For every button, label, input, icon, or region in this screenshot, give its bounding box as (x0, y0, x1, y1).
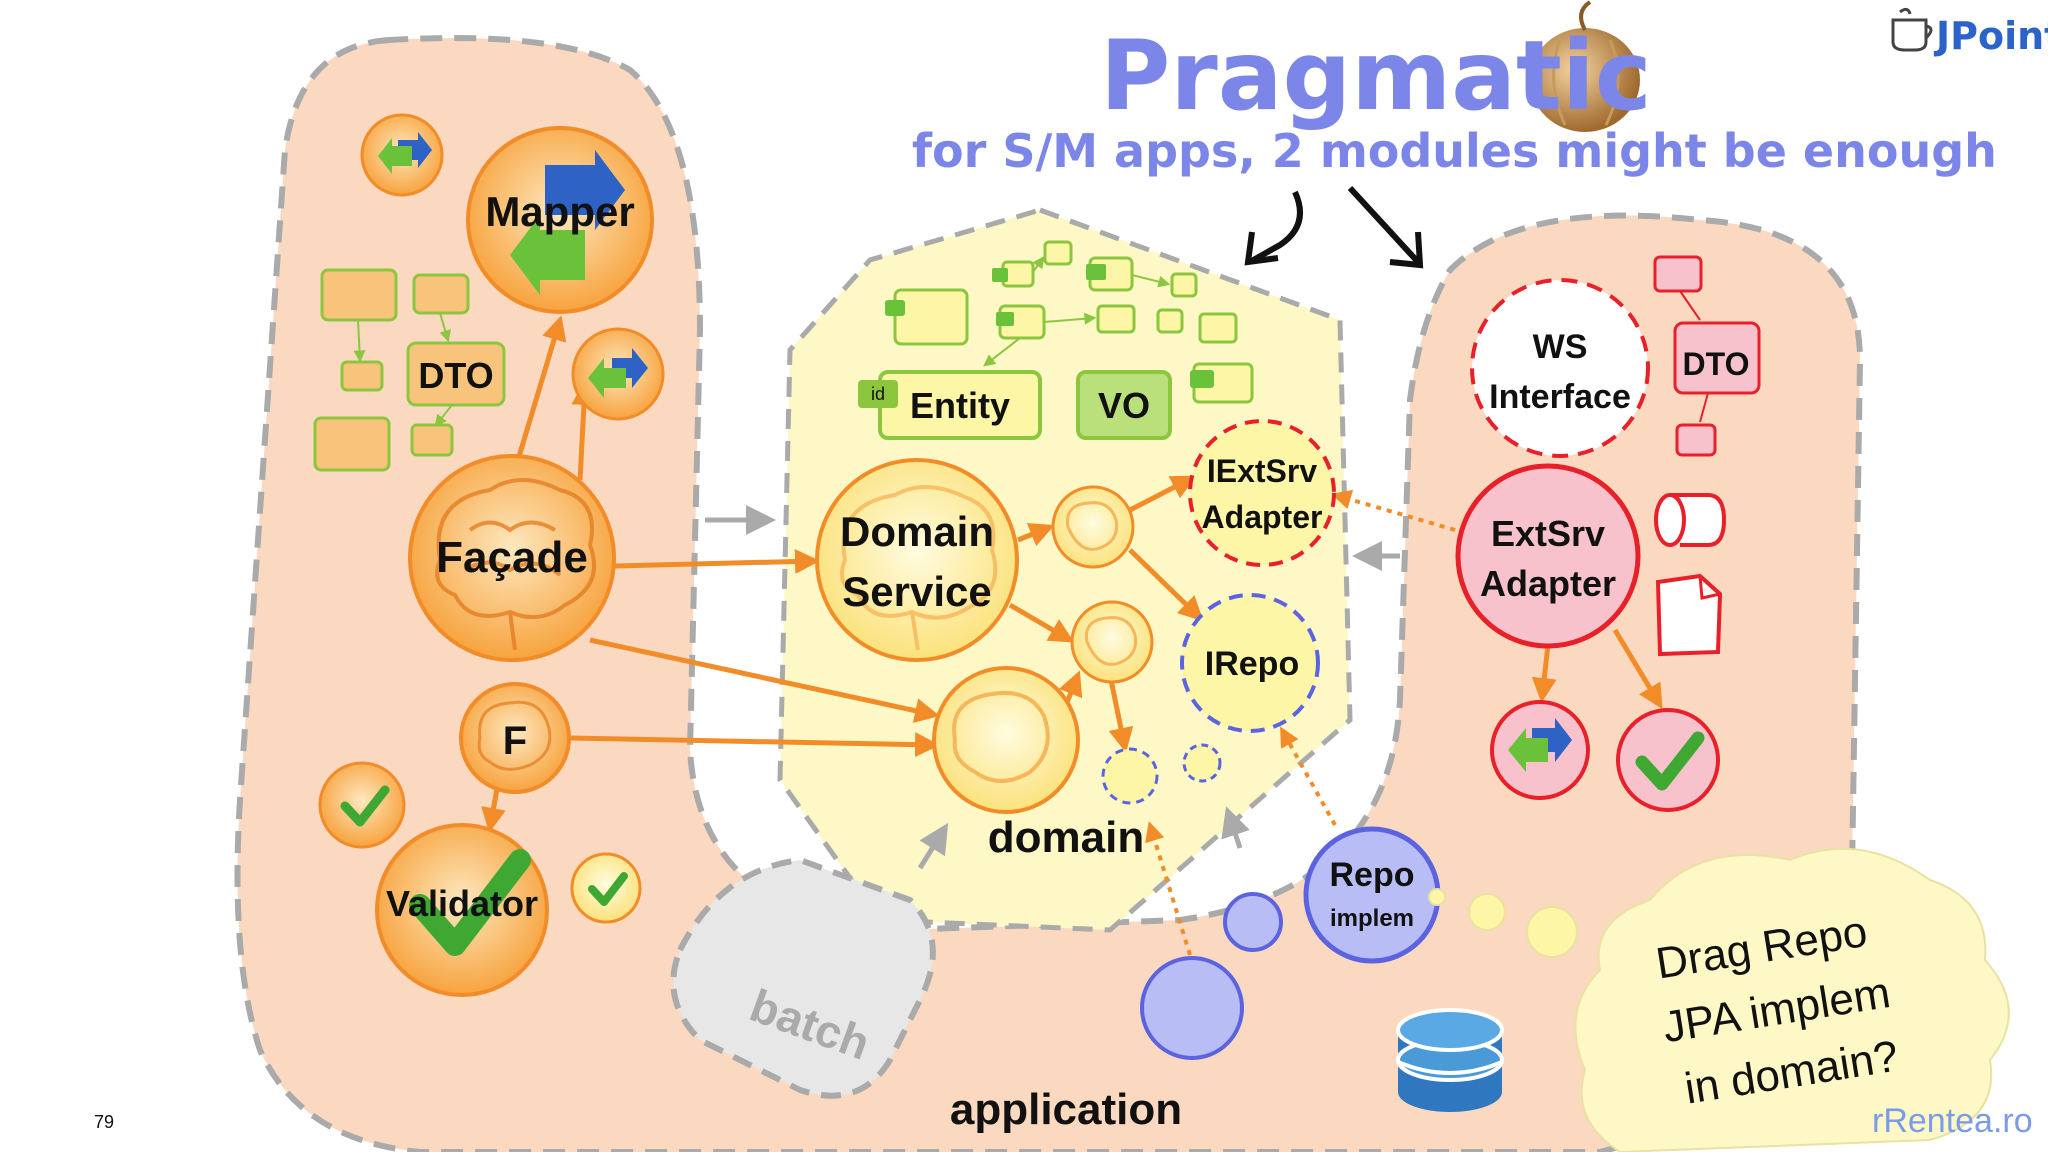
validator-small-1 (318, 761, 406, 849)
app-dto-label: DTO (418, 355, 493, 396)
domain-service-3 (932, 666, 1080, 814)
brain-icon (435, 478, 596, 651)
mapper-small-1 (360, 113, 444, 197)
validator-small-2 (570, 852, 642, 924)
domain-box-accents (885, 264, 1214, 388)
domain-service-label-2: Service (842, 568, 991, 615)
facade-node[interactable] (408, 454, 616, 662)
irepo-node[interactable] (1180, 593, 1320, 733)
connectors (481, 185, 1663, 956)
repo-label-1: Repo (1330, 856, 1415, 894)
extsrv-label-2: Adapter (1480, 563, 1616, 604)
onion-icon (1530, 0, 1640, 132)
repo-bubbles-blue (1140, 892, 1283, 1060)
f-node[interactable] (459, 682, 571, 794)
domain-label: domain (988, 813, 1144, 862)
extsrv-node[interactable] (1455, 463, 1641, 649)
validator-label: Validator (386, 883, 538, 924)
application-region (234, 35, 1864, 1152)
slide-subtitle: for S/M apps, 2 modules might be enough (912, 124, 1997, 178)
entity-label: Entity (910, 385, 1010, 426)
document-icon (1655, 573, 1723, 657)
iextsrv-label-2: Adapter (1202, 499, 1323, 535)
infra-dto-label: DTO (1683, 346, 1750, 382)
ws-label-1: WS (1533, 328, 1588, 366)
batch-region (670, 856, 936, 1099)
domain-service-label-1: Domain (840, 508, 994, 555)
validator-node[interactable] (375, 823, 549, 997)
page-number: 79 (94, 1112, 115, 1132)
domain-small-service-1 (1051, 485, 1135, 569)
iextsrv-node[interactable] (1188, 419, 1336, 567)
brand-logo-text: JPoint (1936, 14, 2048, 58)
vo-box[interactable] (1076, 370, 1172, 440)
domain-small-boxes (893, 240, 1254, 404)
mapper-small-2 (571, 327, 665, 421)
application-label: application (950, 1085, 1182, 1134)
cup-logo-icon (1891, 7, 1933, 52)
repo-implem-node[interactable] (1303, 826, 1441, 964)
facade-label: Façade (436, 533, 588, 582)
dto-boxes-app (313, 268, 506, 472)
brain-icon (477, 700, 552, 771)
id-badge-label: id (871, 384, 885, 404)
f-label: F (503, 719, 527, 763)
slide-title: Pragmatic (1100, 20, 1652, 132)
id-badge (858, 380, 898, 408)
mapper-node[interactable] (466, 126, 654, 314)
checkmark-icon (1635, 731, 1705, 791)
brain-icon (840, 485, 998, 651)
iextsrv-label-1: IExtSrv (1207, 453, 1317, 489)
callout-cloud (1574, 847, 2010, 1152)
ws-label-2: Interface (1489, 378, 1631, 416)
checkmark-icon (409, 849, 531, 956)
database-icon (1396, 1008, 1504, 1112)
irepo-label: IRepo (1205, 645, 1299, 683)
dto-boxes-infra (1653, 255, 1761, 457)
irepo-small-nodes (1101, 743, 1222, 805)
cylinder-icon (1654, 493, 1727, 547)
mapper-arrows-icon (510, 150, 625, 295)
infra-mapper-node (1490, 700, 1590, 800)
ws-interface-node[interactable] (1470, 278, 1650, 458)
vo-label: VO (1098, 385, 1150, 426)
domain-service-node[interactable] (815, 458, 1019, 662)
domain-small-service-2 (1070, 600, 1154, 684)
footer-url: rRentea.ro (1872, 1102, 2033, 1140)
infra-validator-node (1616, 708, 1720, 812)
thought-bubbles (1428, 888, 1578, 958)
extsrv-label-1: ExtSrv (1491, 513, 1605, 554)
entity-box[interactable] (858, 370, 1042, 440)
mapper-label: Mapper (485, 188, 634, 235)
repo-label-2: implem (1330, 905, 1414, 932)
